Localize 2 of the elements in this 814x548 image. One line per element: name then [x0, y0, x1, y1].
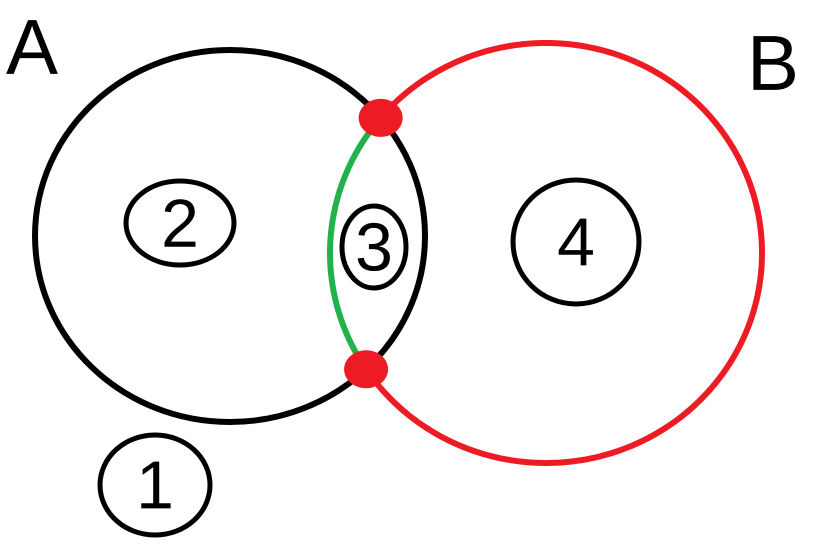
- set-label: A: [6, 20, 58, 74]
- set-label: B: [753, 36, 795, 90]
